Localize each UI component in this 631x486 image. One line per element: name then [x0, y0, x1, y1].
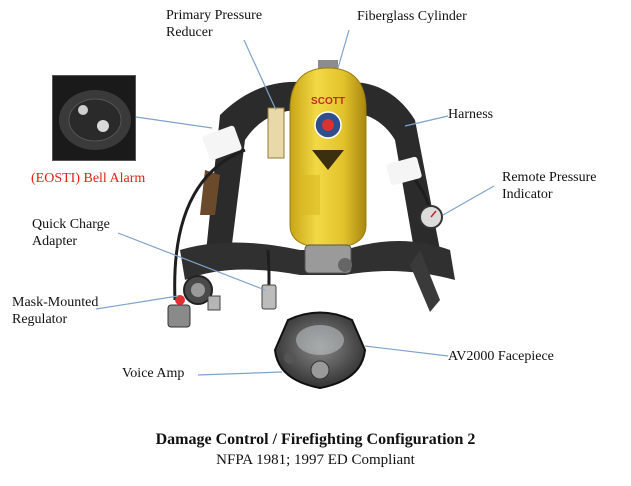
label-primary-pressure-reducer: Primary Pressure Reducer	[166, 8, 263, 40]
harness-badge-left	[202, 125, 242, 161]
caption-title: Damage Control / Firefighting Configurat…	[155, 431, 476, 448]
svg-text:SCOTT: SCOTT	[311, 96, 345, 107]
label-remote-pressure-indicator: Remote Pressure Indicator	[502, 170, 597, 202]
label-quick-charge-adapter: Quick Charge Adapter	[32, 217, 110, 249]
label-bell-alarm: (EOSTI) Bell Alarm	[31, 171, 146, 186]
quick-charge-fitting	[261, 284, 277, 310]
label-voice-amp: Voice Amp	[122, 366, 185, 381]
caption-subtitle: NFPA 1981; 1997 ED Compliant	[216, 452, 415, 468]
regulator-hose	[173, 148, 246, 301]
harness-badge-right	[386, 156, 422, 186]
bell-alarm-icon	[53, 76, 135, 160]
leader-lines	[95, 29, 495, 376]
label-harness: Harness	[448, 107, 494, 122]
regulator-assembly	[167, 275, 221, 328]
av2000-facepiece	[273, 311, 367, 390]
fiberglass-cylinder: SCOTT	[289, 60, 367, 249]
pressure-reducer-body	[267, 107, 285, 159]
label-mask-mounted-regulator: Mask-Mounted Regulator	[12, 295, 99, 327]
label-fiberglass-cylinder: Fiberglass Cylinder	[357, 9, 467, 24]
bell-alarm-inset	[52, 75, 136, 161]
label-av2000-facepiece: AV2000 Facepiece	[448, 349, 554, 364]
